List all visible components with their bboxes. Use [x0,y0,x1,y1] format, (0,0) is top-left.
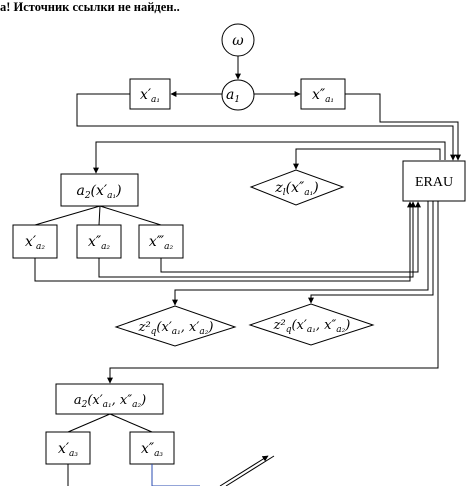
label-zq-1: z²q(x′a₁, x′a₂) [138,320,214,337]
edge-x-a3-dprime-down [151,464,200,486]
label-zq-2: z²q(x′a₁, x″a₂) [273,318,351,335]
node-zq-2 [248,303,375,346]
header-text: а! Источник ссылки не найден.. [0,0,180,14]
node-z-l [249,169,345,206]
label-erau: ERAU [415,175,453,190]
edge-x-a1-prime-erau [76,93,456,161]
edge-double-arrow-a [219,455,269,486]
label-x-a2-dprime: x″a₂ [88,234,110,252]
edge-a2-bottom-x-a3-prime [67,413,111,433]
node-a1 [221,79,255,111]
label-a2-bottom: a2(x′a₁, x″a₂) [74,393,146,410]
node-zq-1 [114,305,237,347]
edge-erau-a2-bottom [107,201,439,384]
edge-x-a2-dprime-erau [98,201,416,278]
node-erau [402,160,466,202]
label-omega: ω [232,33,244,49]
edge-erau-a2 [93,141,446,174]
label-a1: a1 [226,87,240,105]
label-x-a1-prime: x′a₁ [140,87,160,105]
label-x-a1-dprime: x″a₁ [312,87,334,105]
label-x-a2-tprime: x‴a₂ [149,234,174,252]
label-x-a3-prime: x′a₃ [58,441,78,459]
label-z-l: zl(x″a₁) [274,180,318,198]
label-x-a2-prime: x′a₂ [25,234,45,252]
edge-double-arrow-b [225,455,275,486]
edge-x-a2-tprime-erau [160,201,421,273]
label-x-a3-dprime: x″a₃ [141,441,163,459]
edge-erau-zq-1 [172,201,429,306]
edge-x-a1-dprime-erau [345,93,461,161]
edge-a2-x-a2-tprime [99,205,162,226]
edge-erau-zq-2 [308,201,434,304]
edge-x-a2-prime-erau [34,201,413,282]
edge-a2-bottom-x-a3-dprime [109,413,153,433]
edge-a2-x-a2-prime [34,205,101,226]
edge-erau-z-l [293,148,441,170]
label-a2: a2(x′a₁) [76,183,121,201]
edge-a2-x-a2-dprime [98,205,101,226]
